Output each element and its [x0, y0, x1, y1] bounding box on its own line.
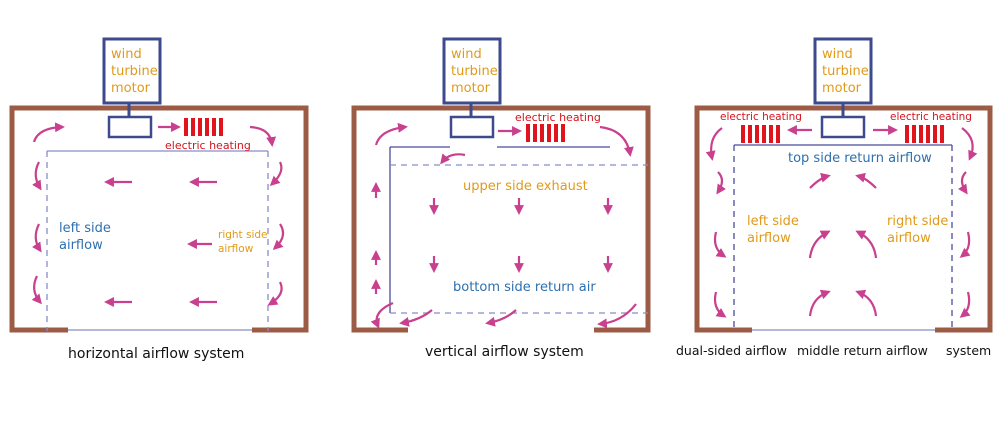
horizontal-airflow-diagram: wind turbine motor electric heating left… [9, 37, 309, 362]
heating-label: electric heating [165, 139, 251, 152]
left-side-label-2: airflow [59, 238, 103, 253]
inner-duct [389, 146, 610, 313]
caption-part-3: system [946, 343, 991, 358]
motor-box [442, 37, 502, 105]
heating-label: electric heating [515, 111, 601, 124]
left-side-label-2: airflow [747, 231, 791, 246]
chamber-wall [351, 105, 651, 333]
motor-label-line3: motor [822, 81, 862, 96]
caption: vertical airflow system [425, 344, 584, 360]
electric-heater [184, 118, 223, 136]
bottom-return-label: bottom side return air [453, 280, 596, 295]
electric-heater [526, 124, 565, 142]
heating-label-right: electric heating [890, 111, 972, 123]
caption-part-1: dual-sided airflow [676, 343, 787, 358]
motor-label-line3: motor [451, 81, 491, 96]
motor-label-line2: turbine [111, 64, 158, 79]
inner-duct-dashed [733, 145, 953, 331]
caption: horizontal airflow system [68, 346, 244, 362]
chamber-wall [9, 105, 309, 333]
fan-box [107, 115, 153, 139]
upper-side-exhaust-label: upper side exhaust [463, 179, 588, 194]
motor-box [813, 37, 873, 105]
electric-heater-left [741, 125, 780, 143]
motor-label-line2: turbine [822, 64, 869, 79]
inner-duct-dashed [46, 151, 269, 331]
airflow-arrows [370, 122, 637, 329]
right-side-label-2: airflow [218, 243, 254, 255]
right-side-label-1: right side [887, 214, 948, 229]
dual-sided-airflow-diagram: wind turbine motor electric heating elec… [676, 37, 993, 358]
left-side-label-1: left side [59, 221, 111, 236]
airflow-arrows [31, 122, 285, 307]
fan-box [820, 115, 866, 139]
airflow-arrows [705, 125, 978, 318]
motor-label-line1: wind [111, 47, 142, 62]
top-return-label: top side return airflow [788, 151, 932, 166]
right-side-label-2: airflow [887, 231, 931, 246]
motor-box [102, 37, 162, 105]
motor-label-line3: motor [111, 81, 151, 96]
right-side-label-1: right side [218, 229, 268, 241]
vertical-airflow-diagram: wind turbine motor electric heating uppe… [351, 37, 651, 360]
motor-label-line2: turbine [451, 64, 498, 79]
caption-part-2: middle return airflow [797, 343, 928, 358]
inner-duct-dashed [390, 164, 648, 314]
fan-box [449, 115, 495, 139]
left-side-label-1: left side [747, 214, 799, 229]
motor-label-line1: wind [451, 47, 482, 62]
motor-label-line1: wind [822, 47, 853, 62]
heating-label-left: electric heating [720, 111, 802, 123]
electric-heater-right [905, 125, 944, 143]
